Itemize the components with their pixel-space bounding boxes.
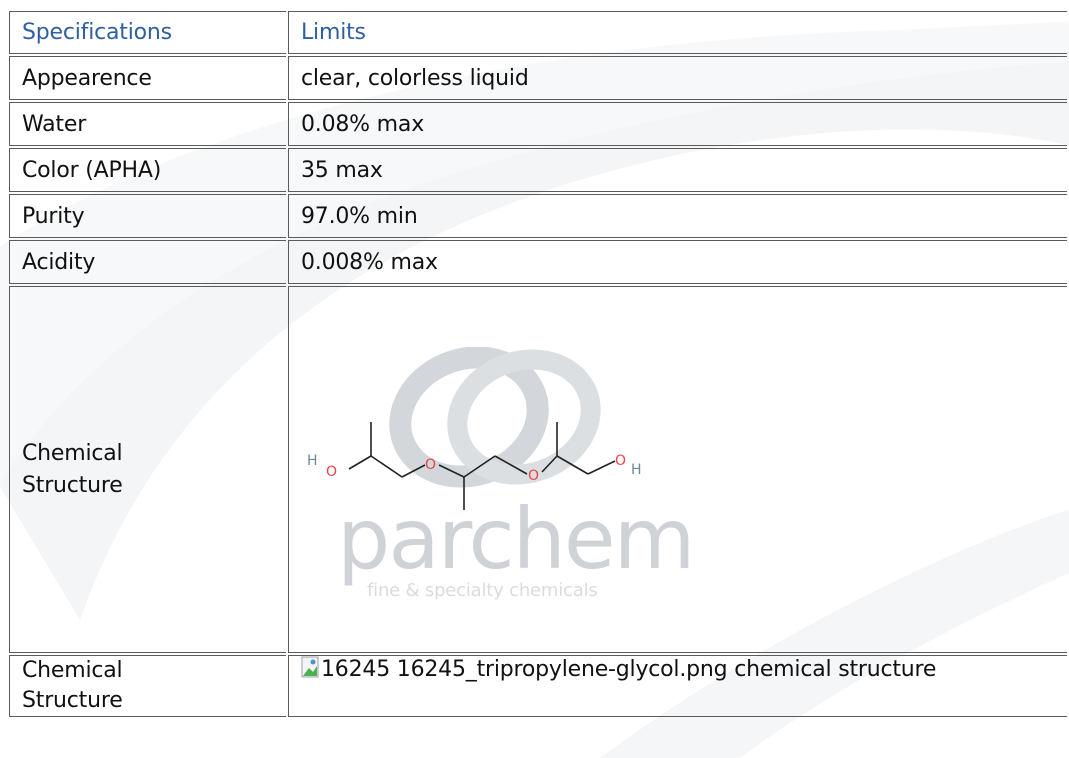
header-limits: Limits: [288, 11, 1067, 54]
spec-water-value: 0.08% max: [288, 102, 1067, 146]
atom-o-right: O: [615, 453, 626, 469]
atom-o-mid2: O: [528, 468, 539, 484]
spec-color-value: 35 max: [288, 148, 1067, 192]
table-row: Appearence clear, colorless liquid: [9, 56, 1067, 100]
spec-color-label: Color (APHA): [9, 148, 286, 192]
structure-row-fallback: Chemical Structure 16245 16245_tripropyl…: [9, 655, 1067, 717]
structure-image: parchem fine & specialty chemicals: [289, 287, 1067, 652]
structure-row: Chemical Structure parchem fine & specia…: [9, 286, 1067, 653]
table-row: Acidity 0.008% max: [9, 240, 1067, 284]
spec-acidity-value: 0.008% max: [288, 240, 1067, 284]
atom-o-left: O: [326, 464, 337, 480]
broken-image-alt-text: 16245 16245_tripropylene-glycol.png chem…: [321, 657, 937, 682]
watermark-tagline: fine & specialty chemicals: [367, 580, 598, 601]
structure-label-2-text: Chemical Structure: [22, 658, 123, 713]
structure-label-text: Chemical Structure: [22, 440, 123, 498]
structure-label-2: Chemical Structure: [9, 655, 286, 717]
spec-appearance-label: Appearence: [9, 56, 286, 100]
spec-purity-label: Purity: [9, 194, 286, 238]
table-row: Purity 97.0% min: [9, 194, 1067, 238]
table-row: Color (APHA) 35 max: [9, 148, 1067, 192]
header-specifications: Specifications: [9, 11, 286, 54]
broken-image-cell: 16245 16245_tripropylene-glycol.png chem…: [288, 655, 1067, 717]
atom-h-left: H: [307, 453, 317, 469]
table-row: Water 0.08% max: [9, 102, 1067, 146]
specifications-table: Specifications Limits Appearence clear, …: [7, 9, 1069, 719]
atom-o-mid1: O: [425, 457, 436, 473]
watermark-brand: parchem: [337, 490, 695, 588]
spec-purity-value: 97.0% min: [288, 194, 1067, 238]
spec-appearance-value: clear, colorless liquid: [288, 56, 1067, 100]
broken-image-icon: [301, 656, 319, 678]
atom-h-right: H: [631, 462, 641, 478]
structure-image-cell: parchem fine & specialty chemicals: [288, 286, 1067, 653]
tripropylene-glycol-structure: H O O O O H: [307, 422, 642, 510]
structure-label: Chemical Structure: [9, 286, 286, 653]
spec-water-label: Water: [9, 102, 286, 146]
spec-acidity-label: Acidity: [9, 240, 286, 284]
table-header-row: Specifications Limits: [9, 11, 1067, 54]
